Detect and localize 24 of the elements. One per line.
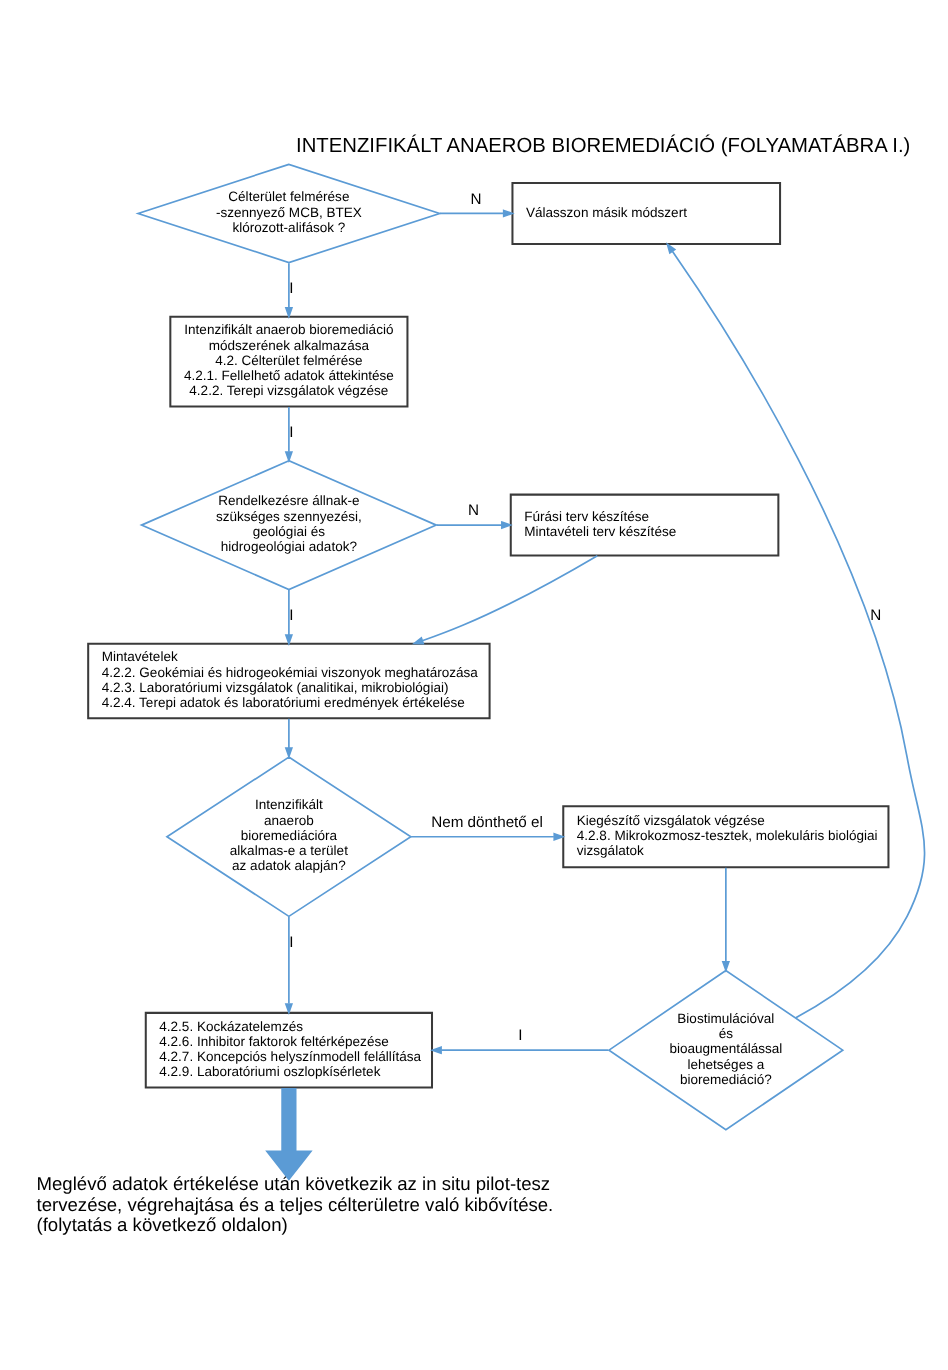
- arrow: [430, 1045, 610, 1054]
- edge-label: N: [470, 188, 482, 207]
- arrow: [439, 208, 515, 217]
- edge-label: I: [289, 422, 294, 441]
- edge-label: N: [468, 500, 479, 519]
- node-text: Meglévő adatok értékelése után következik az in situ pilot-tesz tervezése, végrehajtása és a teljes célterületre való kibővítése. (folytatás a következő oldalon): [36, 1173, 554, 1235]
- arrow: [284, 914, 294, 1014]
- edge-label: N: [870, 605, 882, 624]
- edge-label: I: [518, 1025, 523, 1044]
- arrow: [284, 716, 294, 759]
- arrow: [666, 241, 926, 1018]
- arrow: [411, 553, 599, 644]
- edge-label: I: [289, 932, 294, 951]
- arrow: [284, 261, 294, 318]
- arrow: [410, 831, 566, 840]
- arrow: [721, 865, 730, 972]
- arrow: [265, 1086, 313, 1180]
- diagram-title: INTENZIFIKÁLT ANAEROB BIOREMEDIÁCIÓ (FOLYAMATÁBRA I.): [296, 134, 911, 157]
- arrow: [284, 405, 294, 463]
- arrow: [435, 519, 513, 529]
- edge-label: I: [289, 278, 294, 297]
- arrow: [284, 587, 294, 646]
- edge-label: I: [289, 605, 294, 624]
- edge-label: Nem dönthető el: [431, 811, 543, 830]
